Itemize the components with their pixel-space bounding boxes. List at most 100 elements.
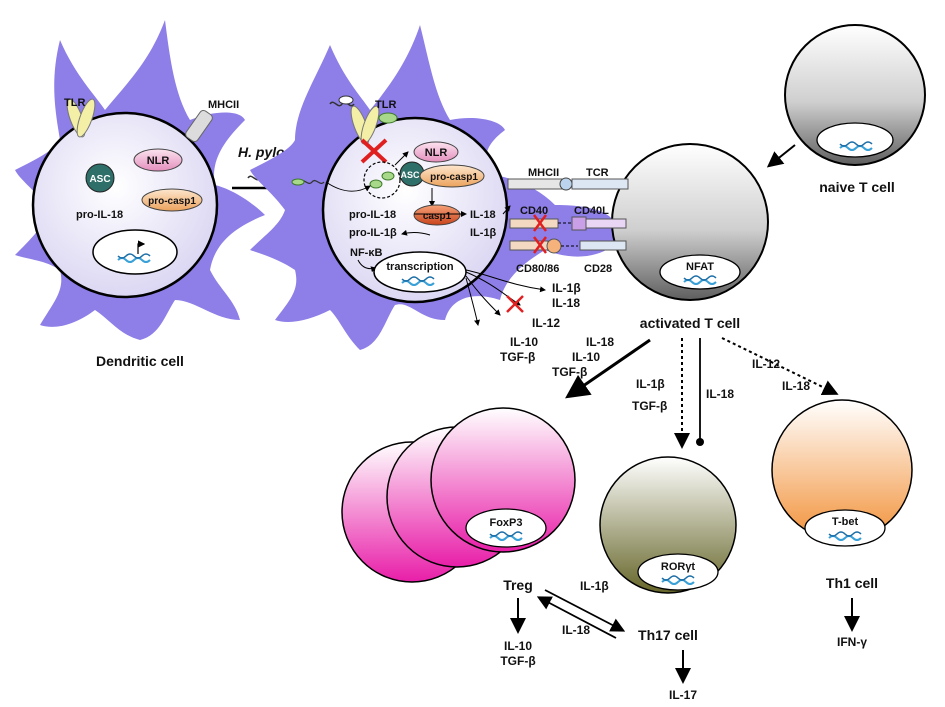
out-tgfb-label: TGF-β xyxy=(500,350,535,364)
to-treg-arrow xyxy=(536,596,617,639)
transcription-label: transcription xyxy=(386,261,454,273)
treg-cells: FoxP3 Treg IL-10 TGF-β xyxy=(341,407,576,668)
internalized-bacteria-icon xyxy=(291,151,409,199)
nucleus xyxy=(816,122,894,158)
mhcii-label: MHCII xyxy=(208,99,239,111)
asc-label: ASC xyxy=(89,174,110,185)
activated-t-cell-caption: activated T cell xyxy=(640,315,740,331)
pro-casp1-label: pro-casp1 xyxy=(148,196,196,207)
casp1-protein xyxy=(413,204,461,226)
immune-synapse: MHCII TCR CD40 CD40L CD80/86 CD28 xyxy=(507,167,629,275)
pro-il18-label: pro-IL-18 xyxy=(76,209,123,221)
tlr-label: TLR xyxy=(375,99,396,111)
asc-label: ASC xyxy=(400,170,420,180)
out-il12-label: IL-12 xyxy=(532,316,560,330)
nlr-protein xyxy=(413,141,459,163)
cd40-label: CD40 xyxy=(520,205,548,217)
th1-output: IFN-γ xyxy=(837,635,867,649)
th1-cell: T-bet Th1 cell IFN-γ xyxy=(771,399,913,649)
il18-label: IL-18 xyxy=(470,209,496,221)
pro-casp1-label: pro-casp1 xyxy=(430,172,478,183)
treg-path-label-1: IL-18 xyxy=(586,335,614,349)
cd40l-label: CD40L xyxy=(574,205,609,217)
dna-icon xyxy=(661,575,695,585)
dna-icon xyxy=(828,531,862,541)
mhcii-receptor-icon xyxy=(185,109,213,143)
nucleus xyxy=(465,508,547,548)
casp1-label: casp1 xyxy=(423,211,452,222)
roryt-label: RORγt xyxy=(661,561,696,573)
th17-path-label-2: TGF-β xyxy=(632,399,667,413)
cd8086-label: CD80/86 xyxy=(516,263,559,275)
tlr-label: TLR xyxy=(64,97,85,109)
nucleus xyxy=(92,229,178,275)
treg-path-label-3: TGF-β xyxy=(552,365,587,379)
naive-t-cell: naive T cell xyxy=(766,24,926,195)
treg-th17-conversion: IL-1β IL-18 xyxy=(536,579,626,639)
pro-il1b-label: pro-IL-1β xyxy=(349,227,397,239)
dna-icon xyxy=(489,531,523,541)
cd28-label: CD28 xyxy=(584,263,612,275)
mhcii-molecule xyxy=(507,178,563,190)
nlr-label: NLR xyxy=(425,147,448,159)
dna-icon xyxy=(683,275,717,285)
cd8086-block-icon xyxy=(533,236,547,254)
tcr-molecule xyxy=(571,178,629,190)
out-il18-label: IL-18 xyxy=(552,296,580,310)
infected-dendritic-cell: TLR NLR ASC pro-casp1 casp1 pro-IL-18 pr… xyxy=(250,25,620,364)
pro-il18-label: pro-IL-18 xyxy=(349,209,396,221)
treg-output-2: TGF-β xyxy=(500,654,535,668)
pro-casp1-protein xyxy=(141,188,203,212)
naive-t-cell-caption: naive T cell xyxy=(819,179,894,195)
cd28-molecule xyxy=(579,240,627,251)
activated-t-cell: NFAT activated T cell xyxy=(611,143,769,331)
th17-path-label-1: IL-1β xyxy=(636,377,665,391)
to-th17-label: IL-1β xyxy=(580,579,609,593)
dna-icon xyxy=(839,141,873,151)
il12-block-icon xyxy=(506,295,524,313)
treg-path-label-2: IL-10 xyxy=(572,350,600,364)
out-il10-label: IL-10 xyxy=(510,335,538,349)
th17-output: IL-17 xyxy=(669,688,697,702)
th1-path-label-2: IL-18 xyxy=(782,379,810,393)
tbet-label: T-bet xyxy=(832,516,859,528)
nucleus xyxy=(637,553,719,591)
tlr-block-icon xyxy=(360,138,388,164)
treg-path-arrow xyxy=(565,338,651,399)
nfkb-label: NF-κB xyxy=(350,247,382,259)
dendritic-cell: TLR MHCII NLR ASC pro-casp1 pro-IL-18 De… xyxy=(15,20,265,369)
bacterium-icon xyxy=(329,95,355,107)
differentiation-paths: IL-18 IL-10 TGF-β IL-1β TGF-β IL-18 IL-1… xyxy=(552,335,839,449)
to-treg-label: IL-18 xyxy=(562,623,590,637)
treg-caption: Treg xyxy=(503,577,533,593)
mhcii-label: MHCII xyxy=(528,167,559,179)
tcr-label: TCR xyxy=(586,167,609,179)
dendritic-cell-caption: Dendritic cell xyxy=(96,353,184,369)
th1-caption: Th1 cell xyxy=(826,575,878,591)
th17-inhibit-label: IL-18 xyxy=(706,387,734,401)
inhibition-end-icon xyxy=(696,438,704,446)
nlr-protein xyxy=(133,148,183,172)
pro-casp1-protein xyxy=(419,164,485,188)
nucleus xyxy=(804,509,886,547)
dna-icon xyxy=(401,276,435,286)
asc-protein xyxy=(85,163,115,193)
foxp3-label: FoxP3 xyxy=(489,517,522,529)
cd40l-molecule xyxy=(585,218,627,229)
th17-cell: RORγt Th17 cell IL-17 xyxy=(599,456,737,702)
cd40-block-icon xyxy=(533,214,547,232)
th17-caption: Th17 cell xyxy=(638,627,698,643)
out-il1b-label: IL-1β xyxy=(552,281,581,295)
dna-icon xyxy=(117,240,151,263)
treg-cell-body xyxy=(430,407,576,553)
treg-output-1: IL-10 xyxy=(504,639,532,653)
naive-t-cell-body xyxy=(784,24,926,166)
to-th17-arrow xyxy=(544,589,626,632)
th1-path-label-1: IL-12 xyxy=(752,357,780,371)
secretion-arrow xyxy=(502,205,511,215)
nlr-label: NLR xyxy=(147,155,170,167)
nfat-label: NFAT xyxy=(686,261,714,273)
nucleus xyxy=(659,254,741,290)
